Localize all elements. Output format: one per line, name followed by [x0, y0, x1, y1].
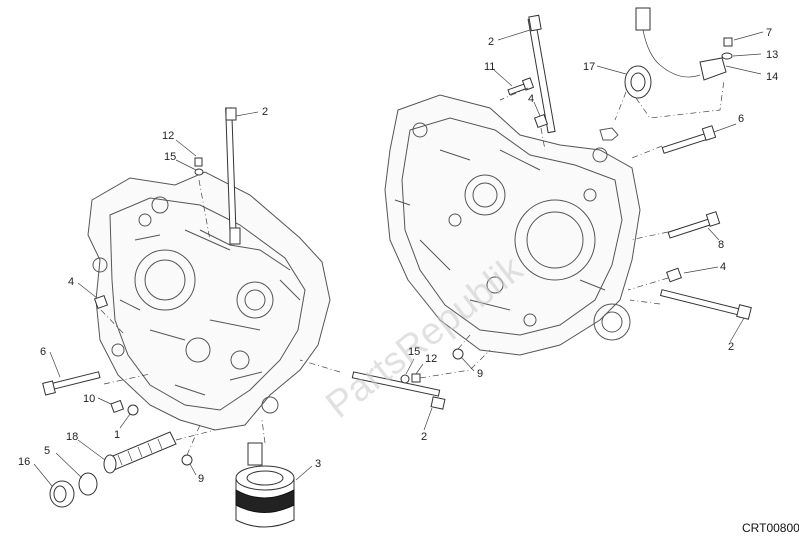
bushing-10: [110, 399, 125, 414]
bolt-6-right: [661, 125, 717, 154]
stud-2-left-vertical: [225, 107, 241, 245]
label-17: 17: [583, 61, 595, 73]
bolt-8: [667, 211, 721, 239]
plug-12-middle: [411, 373, 421, 383]
stud-2-right-vertical: [527, 14, 556, 134]
oil-filter-3: [235, 442, 295, 528]
label-13: 13: [766, 49, 778, 61]
label-9: 9: [198, 473, 204, 485]
label-18: 18: [66, 431, 78, 443]
label-15: 15: [164, 151, 176, 163]
bolt-11: [507, 77, 535, 96]
plug-16: [49, 480, 75, 508]
label-11: 11: [484, 61, 495, 73]
dowel-4-left: [93, 294, 109, 310]
label-2: 2: [488, 36, 494, 48]
washer-15-middle: [400, 374, 410, 384]
label-14: 14: [766, 71, 778, 83]
oil-strainer-18: [103, 431, 177, 474]
drawing-code: CRT00800: [742, 521, 799, 535]
label-15: 15: [408, 346, 420, 358]
label-12: 12: [162, 130, 174, 142]
bolt-6-left: [42, 371, 101, 396]
label-6: 6: [738, 113, 744, 125]
seal-17: [624, 65, 652, 99]
leader-lines: [33, 29, 764, 487]
label-3: 3: [315, 458, 321, 470]
label-7: 7: [766, 27, 772, 39]
label-2: 2: [421, 431, 427, 443]
right-crankcase-half: [384, 94, 641, 356]
plug-12-left: [194, 157, 203, 167]
washer-13: [721, 52, 733, 60]
label-10: 10: [83, 393, 95, 405]
left-crankcase-half: [87, 171, 331, 431]
screw-7: [723, 37, 733, 47]
dowel-4-upper-right: [533, 113, 549, 129]
label-4: 4: [68, 276, 74, 288]
label-2: 2: [262, 106, 268, 118]
label-8: 8: [718, 239, 724, 251]
label-1: 1: [114, 429, 120, 441]
assembly-dash-lines: [100, 79, 725, 456]
label-4: 4: [528, 93, 534, 105]
label-6: 6: [40, 346, 46, 358]
washer-15-left: [194, 168, 204, 176]
oring-9-right: [452, 348, 464, 360]
oring-1: [127, 404, 139, 416]
part-labels: 2 12 15 4 6 10 1 18 5 16 9 3 15 12 9 2 2…: [18, 27, 778, 485]
stud-2-right-lower: [659, 289, 752, 320]
label-16: 16: [18, 456, 30, 468]
label-4: 4: [720, 261, 726, 273]
dowel-4-right: [666, 267, 682, 283]
label-2: 2: [728, 341, 734, 353]
stud-2-lower-middle: [351, 371, 446, 410]
label-12: 12: [425, 353, 437, 365]
oring-9-left: [181, 454, 193, 466]
label-9: 9: [477, 368, 483, 380]
oring-5: [78, 472, 98, 496]
label-5: 5: [44, 445, 50, 457]
sensor-14: [635, 7, 727, 81]
